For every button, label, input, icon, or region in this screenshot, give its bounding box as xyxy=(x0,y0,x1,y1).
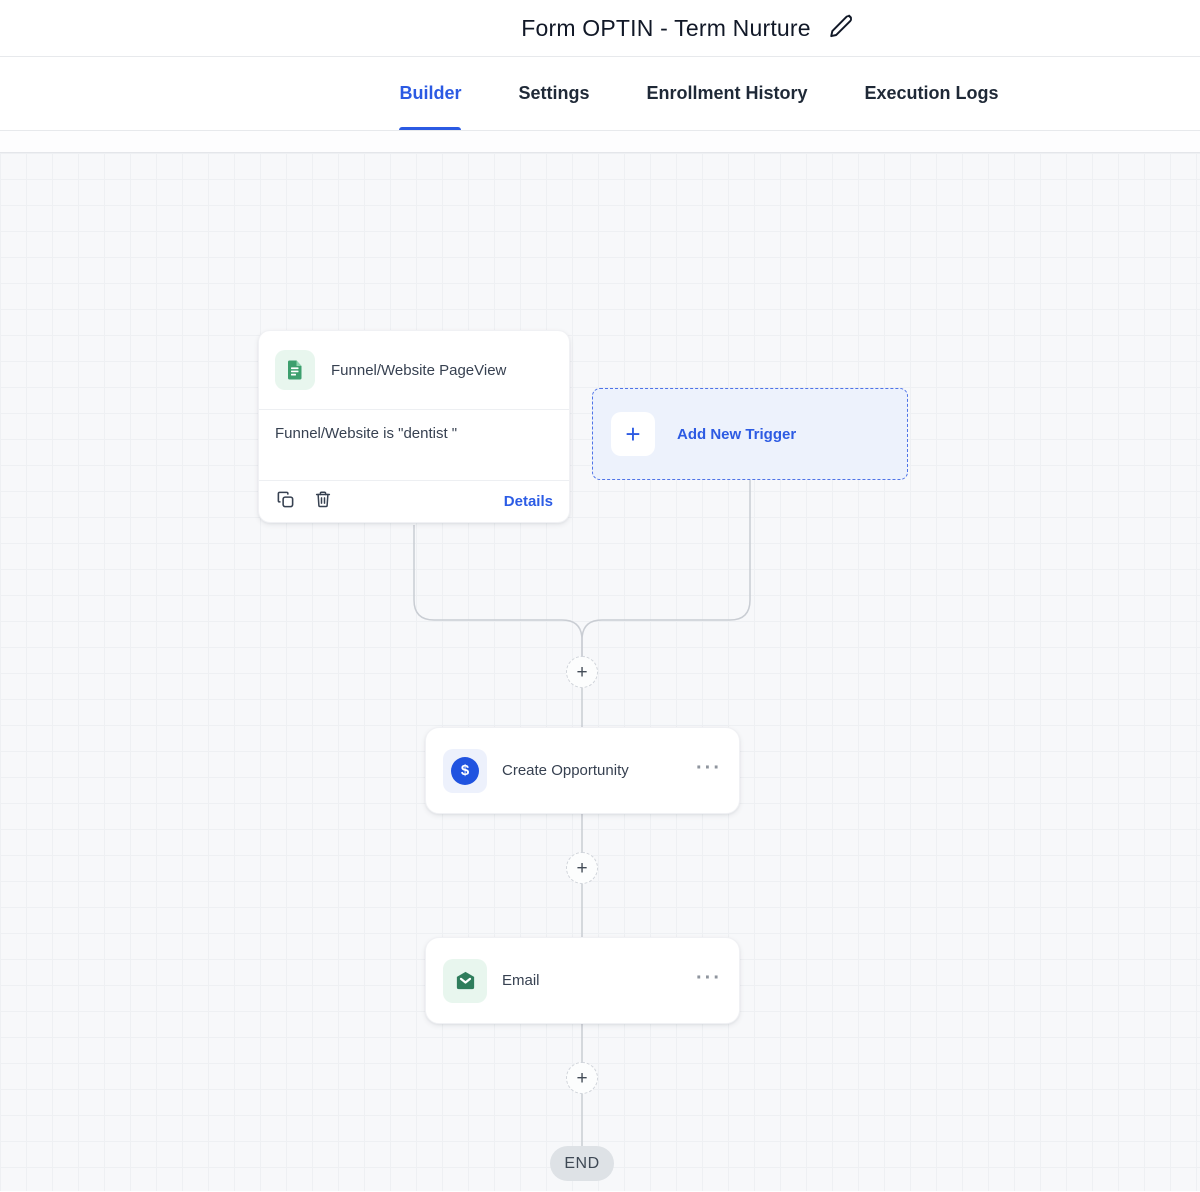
copy-trigger-button[interactable] xyxy=(275,490,295,514)
tab-settings[interactable]: Settings xyxy=(518,83,590,103)
tab-builder[interactable]: Builder xyxy=(399,57,462,130)
header: Form OPTIN - Term Nurture xyxy=(0,0,1200,57)
add-step-button[interactable]: + xyxy=(566,1062,598,1094)
plus-icon: + xyxy=(576,857,588,879)
workflow-canvas[interactable]: Funnel/Website PageView Funnel/Website i… xyxy=(0,152,1200,1191)
dollar-glyph: $ xyxy=(460,762,470,779)
action-title: Email xyxy=(502,972,540,989)
details-link[interactable]: Details xyxy=(503,493,553,510)
connector-lines xyxy=(413,480,751,1146)
dollar-circle-icon: $ xyxy=(443,748,487,793)
action-menu-button[interactable]: ··· xyxy=(696,756,722,779)
end-node: END xyxy=(550,1146,614,1181)
pencil-icon xyxy=(828,13,854,44)
mail-icon xyxy=(443,958,487,1003)
divider xyxy=(259,480,569,481)
plus-icon: + xyxy=(576,1067,588,1089)
add-step-button[interactable]: + xyxy=(566,852,598,884)
delete-trigger-button[interactable] xyxy=(313,490,333,513)
tab-execution-logs[interactable]: Execution Logs xyxy=(864,83,999,103)
plus-icon: + xyxy=(611,412,655,456)
action-title: Create Opportunity xyxy=(502,762,629,779)
page-title: Form OPTIN - Term Nurture xyxy=(521,14,811,41)
action-card-email[interactable]: Email ··· xyxy=(425,937,740,1024)
document-icon xyxy=(275,350,315,390)
edit-title-button[interactable] xyxy=(827,14,855,42)
add-new-trigger-label: Add New Trigger xyxy=(677,425,797,443)
copy-icon xyxy=(276,490,295,514)
trigger-card[interactable]: Funnel/Website PageView Funnel/Website i… xyxy=(258,330,570,523)
trigger-title: Funnel/Website PageView xyxy=(331,361,507,379)
plus-icon: + xyxy=(576,661,588,683)
add-step-button[interactable]: + xyxy=(566,656,598,688)
action-card-create-opportunity[interactable]: $ Create Opportunity ··· xyxy=(425,727,740,814)
toolbar-strip xyxy=(0,131,1200,152)
tab-enrollment-history[interactable]: Enrollment History xyxy=(646,83,808,103)
tab-bar: Builder Settings Enrollment History Exec… xyxy=(0,57,1200,131)
add-new-trigger-button[interactable]: + Add New Trigger xyxy=(592,388,908,480)
divider xyxy=(259,409,569,410)
trigger-condition: Funnel/Website is "dentist " xyxy=(275,425,458,442)
action-menu-button[interactable]: ··· xyxy=(696,966,722,989)
trash-icon xyxy=(314,490,332,513)
